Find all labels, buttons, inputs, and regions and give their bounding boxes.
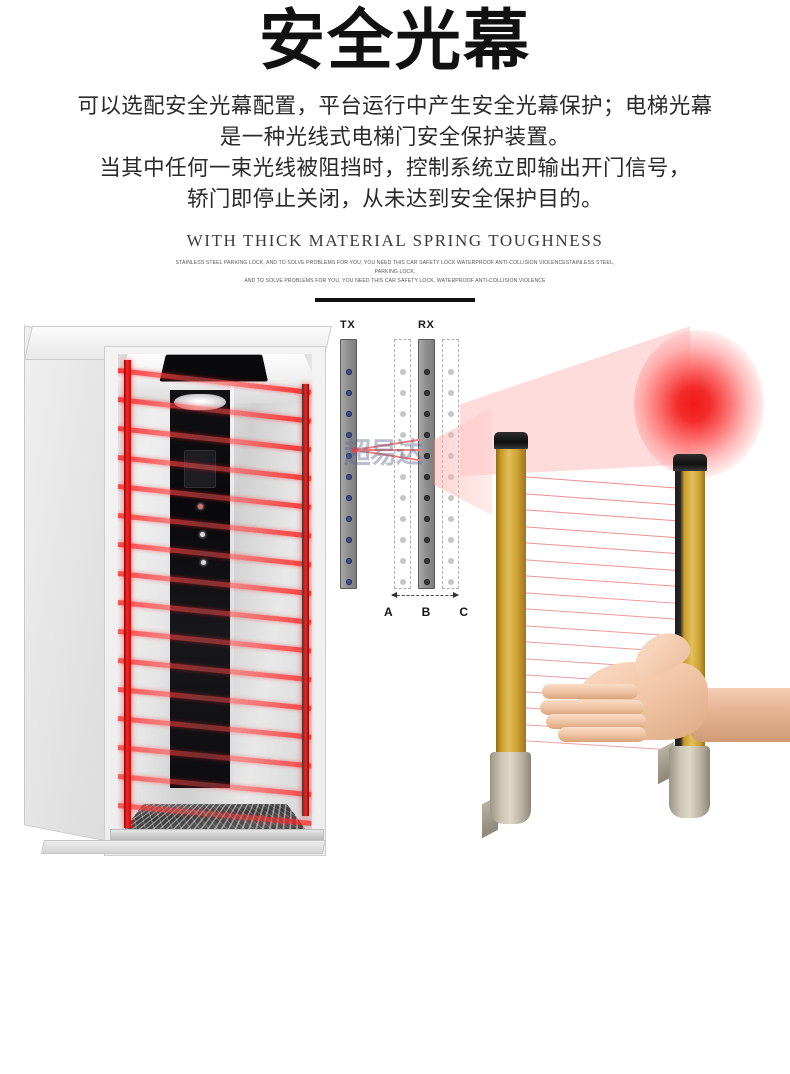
curtain-beam — [520, 542, 680, 555]
rx-receiver-dot — [400, 369, 406, 375]
description-line-4: 轿门即停止关闭，从未达到安全保护目的。 — [22, 184, 768, 215]
tx-emitter-dot — [346, 537, 352, 543]
cabin-side-panel — [24, 326, 110, 843]
post-cap-left — [494, 432, 528, 449]
tx-label: TX — [340, 319, 355, 331]
rx-receiver-dot — [400, 516, 406, 522]
zone-labels: A B C — [384, 605, 468, 619]
description-line-1: 可以选配安全光幕配置，平台运行中产生安全光幕保护；电梯光幕 — [22, 91, 768, 122]
watermark-text: 超易达 — [344, 430, 422, 471]
rx-receiver-dot — [424, 390, 430, 396]
cabin-beam — [118, 658, 311, 682]
header-section: 安全光幕 可以选配安全光幕配置，平台运行中产生安全光幕保护；电梯光幕 是一种光线… — [0, 0, 790, 302]
tx-emitter-dot — [346, 411, 352, 417]
rx-receiver-dot — [424, 516, 430, 522]
tx-emitter-dot — [346, 516, 352, 522]
rx-receiver-dot — [448, 369, 454, 375]
fineprint-block: STAINLESS STEEL PARKING LOCK, AND TO SOL… — [0, 259, 790, 286]
rx-receiver-dot — [448, 558, 454, 564]
rx-receiver-dot — [424, 369, 430, 375]
cabin-beam — [118, 426, 311, 452]
rx-receiver-dot — [424, 474, 430, 480]
rx-receiver-dot — [448, 516, 454, 522]
rx-receiver-dot — [448, 390, 454, 396]
rx-receiver-dot — [400, 495, 406, 501]
description-line-2: 是一种光线式电梯门安全保护装置。 — [22, 122, 768, 153]
rx-receiver-dot — [424, 432, 430, 438]
cabin-beam — [118, 629, 311, 654]
rx-receiver-dot — [400, 579, 406, 585]
cabin-light-beams — [118, 354, 312, 832]
page-title: 安全光幕 — [0, 4, 790, 81]
cabin-beam — [118, 368, 311, 395]
curtain-beam — [520, 575, 680, 587]
english-tagline: WITH THICK MATERIAL SPRING TOUGHNESS — [0, 231, 790, 251]
curtain-beam — [520, 592, 680, 604]
zone-span-arrow — [392, 595, 458, 605]
rx-receiver-dot — [424, 411, 430, 417]
rx-receiver-dot — [400, 537, 406, 543]
rx-receiver-dot — [448, 495, 454, 501]
illustration-area: TX RX 超易达 A B C — [0, 314, 790, 1074]
cabin-beam — [118, 774, 311, 797]
finger-middle — [540, 700, 644, 715]
light-curtain-post-left — [496, 444, 526, 759]
rx-receiver-dot — [424, 495, 430, 501]
curtain-beam — [520, 608, 680, 620]
rx-receiver-dot — [400, 390, 406, 396]
elevator-cabin-image — [24, 324, 344, 884]
cabin-beam — [118, 571, 311, 596]
rx-receiver-dot — [448, 537, 454, 543]
post-cap-right — [673, 454, 707, 471]
finger-index — [542, 684, 638, 699]
header-divider — [315, 298, 475, 302]
rx-receiver-dot — [400, 558, 406, 564]
tx-emitter-dot — [346, 495, 352, 501]
cabin-beam — [118, 600, 311, 625]
tx-emitter-dot — [346, 579, 352, 585]
post-foot-left — [490, 752, 531, 824]
fineprint-line-1: STAINLESS STEEL PARKING LOCK, AND TO SOL… — [175, 259, 615, 277]
finger-little — [558, 727, 646, 742]
rx-receiver-dot — [448, 411, 454, 417]
curtain-beam — [520, 493, 680, 506]
rx-receiver-dot — [400, 411, 406, 417]
curtain-beam — [520, 559, 680, 571]
zone-label-b: B — [422, 605, 431, 619]
description-line-3: 当其中任何一束光线被阻挡时，控制系统立即输出开门信号， — [22, 153, 768, 184]
light-curtain-photo — [470, 314, 790, 1014]
cabin-beam — [118, 745, 311, 768]
rx-label: RX — [418, 319, 434, 331]
rx-receiver-dot — [424, 579, 430, 585]
cabin-light-curtain-right — [302, 384, 309, 816]
cabin-beam — [118, 484, 311, 510]
curtain-beam — [520, 476, 680, 489]
tx-emitter-dot — [346, 369, 352, 375]
zone-label-c: C — [459, 605, 468, 619]
cabin-light-curtain-left — [124, 360, 131, 828]
curtain-beam — [520, 509, 680, 522]
description-block: 可以选配安全光幕配置，平台运行中产生安全光幕保护；电梯光幕 是一种光线式电梯门安… — [0, 91, 790, 215]
cabin-beam — [118, 803, 311, 826]
cabin-beam — [118, 397, 311, 424]
rx-receiver-dot — [448, 579, 454, 585]
rx-receiver-dot — [400, 474, 406, 480]
rx-receiver-dot — [424, 558, 430, 564]
rx-receiver-dot — [424, 453, 430, 459]
cabin-base — [41, 840, 326, 854]
cabin-beam — [118, 513, 311, 539]
tx-emitter-dot — [346, 558, 352, 564]
tx-emitter-dot — [346, 474, 352, 480]
cabin-beam — [118, 542, 311, 567]
cabin-beam — [118, 687, 311, 711]
fineprint-line-2: AND TO SOLVE PROBLEMS FOR YOU, YOU NEED … — [175, 277, 615, 286]
zone-label-a: A — [384, 605, 393, 619]
post-foot-right — [669, 746, 710, 818]
curtain-beam — [520, 526, 680, 539]
tx-emitter-dot — [346, 390, 352, 396]
cabin-beam — [118, 716, 311, 740]
rx-receiver-dot — [424, 537, 430, 543]
cabin-beam — [118, 455, 311, 481]
